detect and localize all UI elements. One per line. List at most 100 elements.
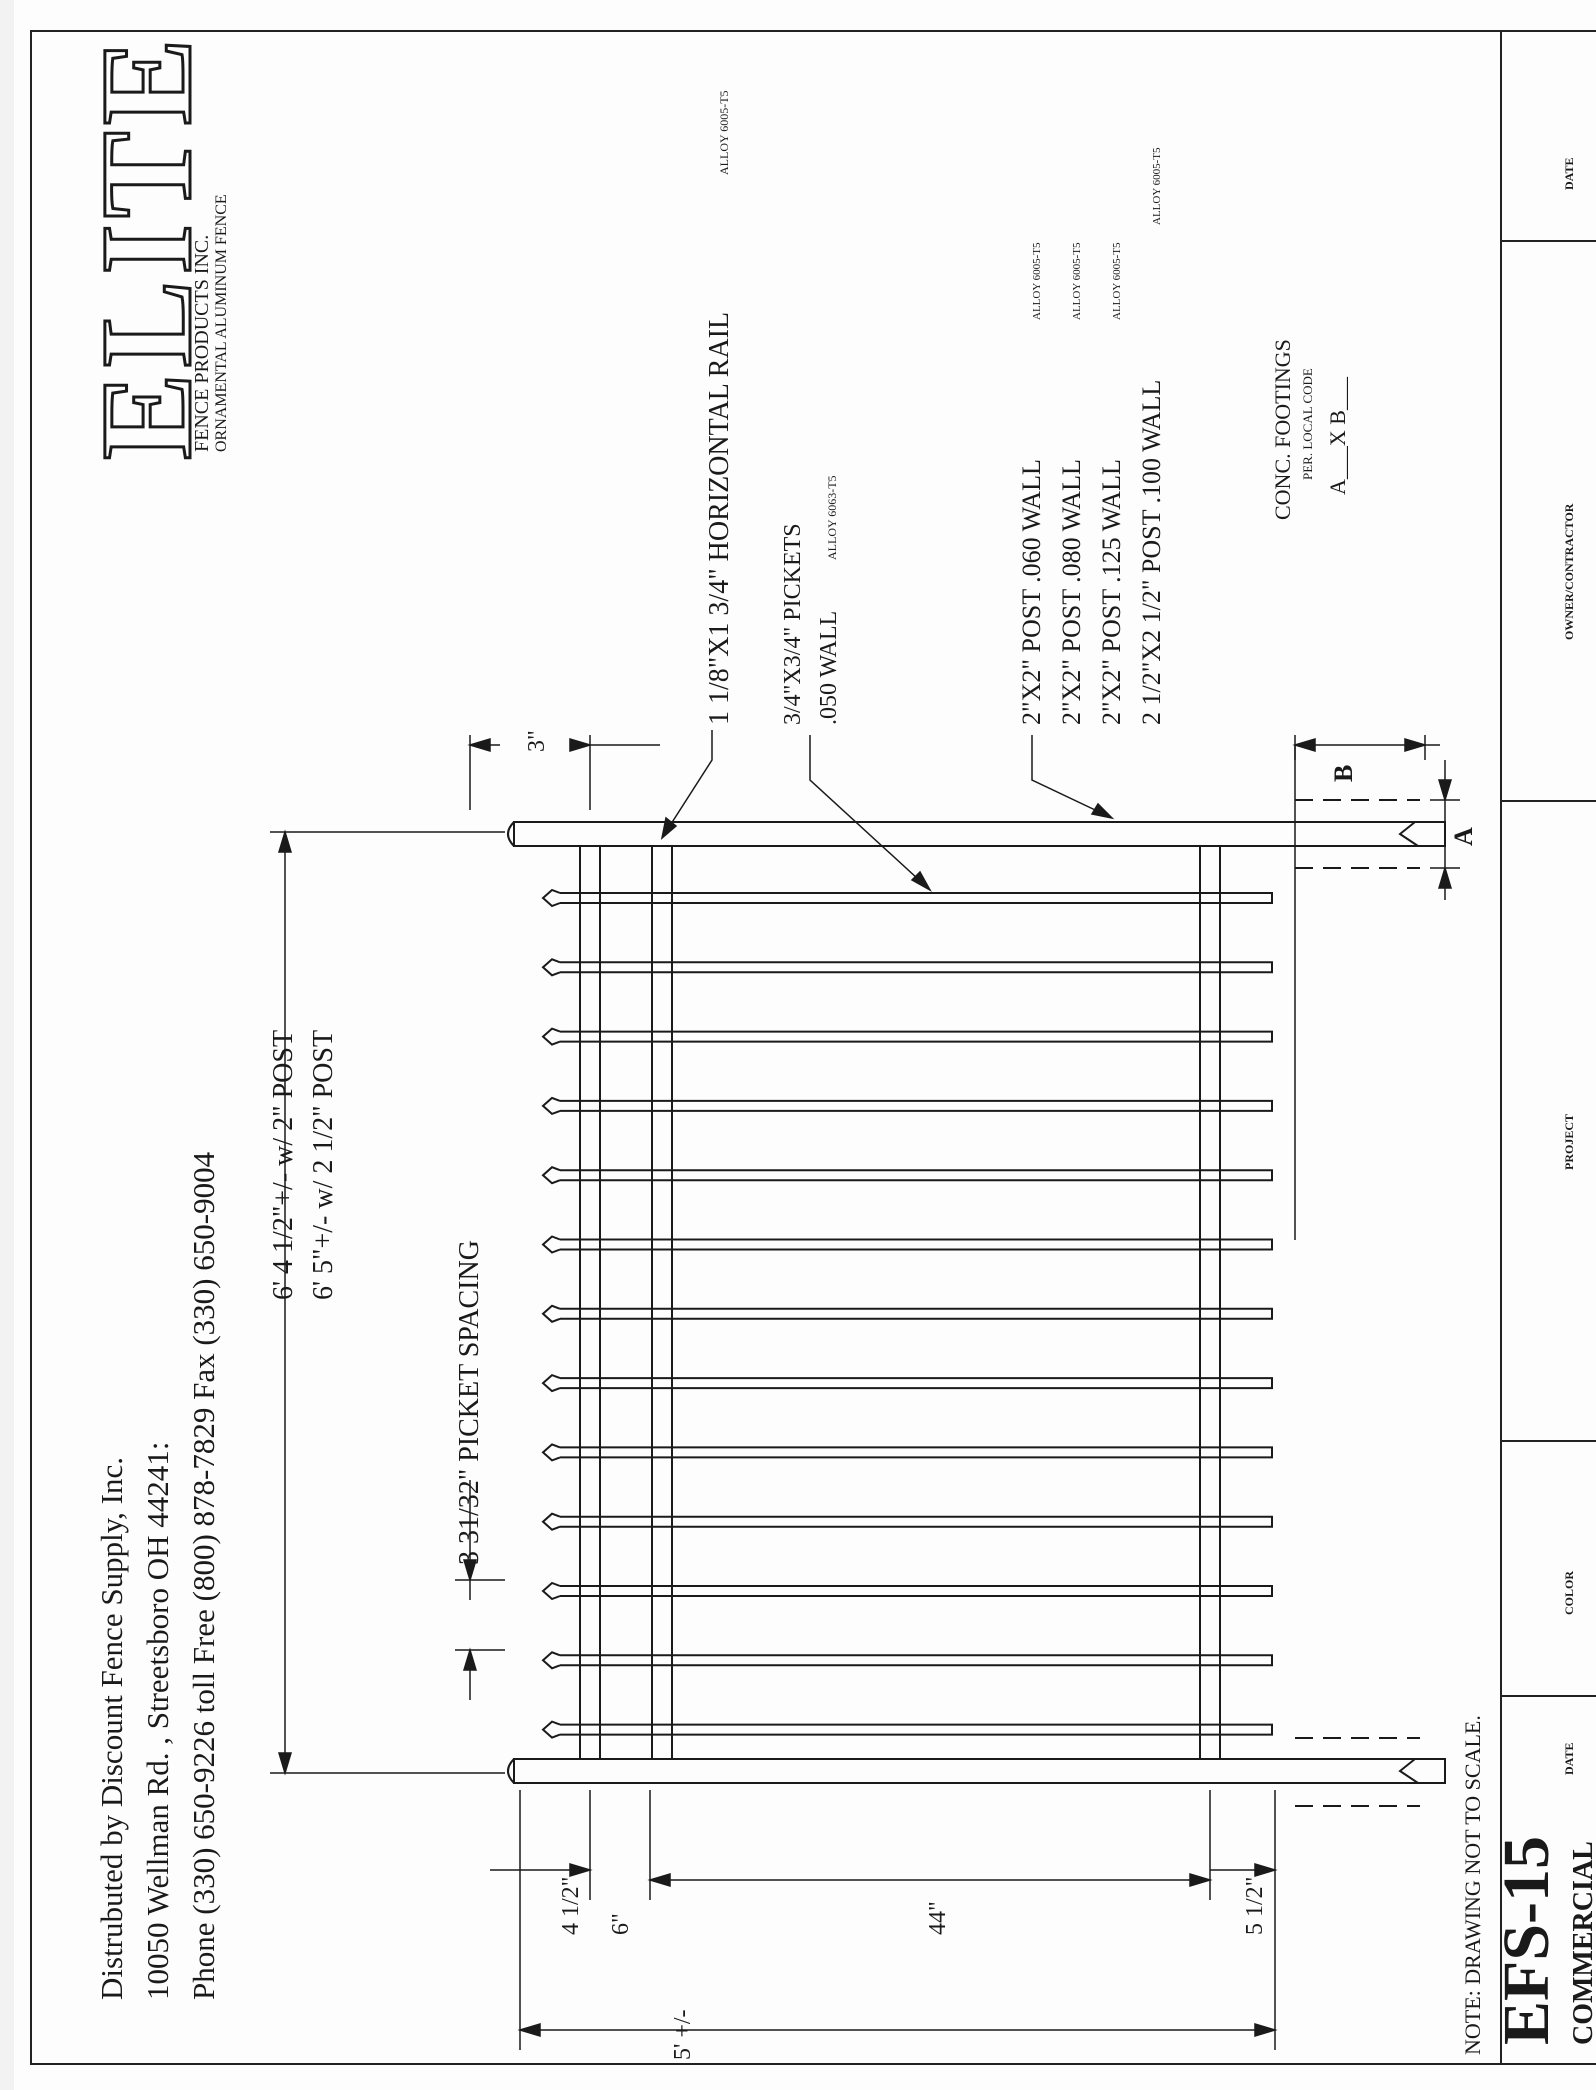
arrow xyxy=(1254,2022,1278,2038)
picket xyxy=(560,1654,1273,1667)
pickets-alloy: ALLOY 6063-T5 xyxy=(825,475,839,560)
arrow xyxy=(467,737,491,753)
logo-tagline: ORNAMENTAL ALUMINUM FENCE xyxy=(213,194,230,452)
arrow xyxy=(1090,802,1115,820)
picket-finial xyxy=(541,1235,561,1254)
arrow xyxy=(569,1862,593,1878)
arrow xyxy=(1292,737,1316,753)
picket xyxy=(560,1585,1273,1597)
model-type: COMMERCIAL xyxy=(1568,1841,1596,2045)
title-block-divider xyxy=(1502,1695,1596,1697)
scale-note: NOTE: DRAWING NOT TO SCALE. xyxy=(1460,1715,1485,2055)
left-post-cap xyxy=(507,1758,515,1784)
pickets-wall: .050 WALL xyxy=(816,611,842,725)
elite-logo: ELITE FENCE PRODUCTS INC. ORNAMENTAL ALU… xyxy=(74,31,231,461)
picket xyxy=(560,1377,1273,1390)
rail-leader xyxy=(661,730,713,839)
arrow xyxy=(910,870,932,892)
footings-ab: A___X B___ xyxy=(1325,376,1350,495)
post-spec-1: 2"X2" POST .060 WALL xyxy=(1017,459,1046,725)
title-block-divider xyxy=(1502,800,1596,802)
arrow xyxy=(1404,737,1428,753)
distributor-block: Distrubuted by Discount Fence Supply, In… xyxy=(94,1151,221,2000)
picket xyxy=(560,1099,1273,1112)
rail-alloy: ALLOY 6005-T5 xyxy=(717,90,731,175)
panel-width-2in: 6' 4 1/2"+/- w/ 2" POST xyxy=(268,1030,299,1300)
model-code: EFS-15 xyxy=(1490,1836,1563,2045)
top-rail xyxy=(579,846,601,1759)
arrow xyxy=(277,1752,293,1776)
rail-callout: 1 1/8"X1 3/4" HORIZONTAL RAIL xyxy=(704,312,735,725)
picket-leader xyxy=(809,735,931,891)
picket xyxy=(560,1169,1273,1182)
picket-spacing-label: 3 31/32" PICKET SPACING xyxy=(454,1240,485,1565)
picket-finial xyxy=(541,958,561,977)
post-alloy-1: ALLOY 6005-T5 xyxy=(1031,242,1043,320)
dim-b-label: B xyxy=(1329,765,1358,782)
picket-finial xyxy=(541,1443,561,1462)
footing-outline xyxy=(1295,1737,1420,1807)
pickets-callout: 3/4"X3/4" PICKETS xyxy=(780,523,806,725)
arrow xyxy=(1437,865,1453,889)
picket-finial xyxy=(541,1651,561,1670)
dim-6-label: 6" xyxy=(608,1913,634,1935)
picket-finial xyxy=(541,1512,561,1531)
post-alloy-4: ALLOY 6005-T5 xyxy=(1151,147,1163,225)
title-block: DATE OWNER/CONTRACTOR PROJECT COLOR DATE xyxy=(1500,30,1596,2065)
picket-finial xyxy=(541,1373,561,1393)
arrow xyxy=(660,816,678,840)
footings-sub: PER. LOCAL CODE xyxy=(1300,368,1315,480)
dim-a-label: A xyxy=(1449,827,1478,846)
right-post xyxy=(513,821,1446,847)
left-post xyxy=(513,1758,1446,1784)
distributor-line-2: 10050 Wellman Rd. , Streetsboro OH 44241… xyxy=(140,1442,175,2000)
picket-finial xyxy=(541,1096,561,1116)
title-block-divider xyxy=(1502,240,1596,242)
picket-finial xyxy=(541,1581,561,1601)
distributor-line-1: Distrubuted by Discount Fence Supply, In… xyxy=(94,1457,129,2000)
arrow xyxy=(1189,1872,1213,1888)
logo-company: FENCE PRODUCTS INC. xyxy=(191,235,213,452)
arrow xyxy=(569,737,593,753)
post-spec-2: 2"X2" POST .080 WALL xyxy=(1057,459,1086,725)
arrow xyxy=(462,1559,478,1583)
upper-rail xyxy=(651,846,673,1759)
pickets xyxy=(541,888,1273,1739)
footings-title: CONC. FOOTINGS xyxy=(1270,339,1295,520)
logo-wordmark: ELITE xyxy=(75,33,219,460)
picket-finial xyxy=(541,1166,561,1185)
post-alloy-3: ALLOY 6005-T5 xyxy=(1111,242,1123,320)
post-spec-3: 2"X2" POST .125 WALL xyxy=(1097,459,1126,725)
arrow xyxy=(277,829,293,853)
bottom-rail xyxy=(1199,846,1221,1759)
picket xyxy=(560,1307,1273,1320)
picket-finial xyxy=(541,1720,561,1739)
picket xyxy=(560,1515,1273,1528)
arrow xyxy=(1254,1862,1278,1878)
arrow xyxy=(462,1647,478,1671)
right-post-cap xyxy=(507,821,515,847)
picket xyxy=(560,1723,1273,1736)
top-offset-label: 3" xyxy=(524,730,550,752)
arrow xyxy=(647,1872,671,1888)
arrow xyxy=(1437,779,1453,803)
picket-finial xyxy=(541,1304,561,1323)
dim-overall-label: 5' +/- xyxy=(670,2009,696,2060)
picket xyxy=(560,892,1273,904)
post-break xyxy=(1398,821,1419,847)
picket-finial xyxy=(541,888,561,908)
picket xyxy=(560,1238,1273,1251)
footing-outline xyxy=(1295,799,1420,869)
scan-edge-shadow xyxy=(0,0,14,2090)
picket xyxy=(560,1030,1273,1043)
picket-finial xyxy=(541,1027,561,1046)
dim-5-5-label: 5 1/2" xyxy=(1242,1877,1268,1935)
dim-4-5-label: 4 1/2" xyxy=(558,1877,584,1935)
post-leader xyxy=(1031,735,1113,819)
post-spec-4: 2 1/2"X2 1/2" POST .100 WALL xyxy=(1137,380,1166,725)
panel-width-2-5in: 6' 5"+/- w/ 2 1/2" POST xyxy=(308,1030,339,1300)
arrow xyxy=(517,2022,541,2038)
picket xyxy=(560,1446,1273,1459)
